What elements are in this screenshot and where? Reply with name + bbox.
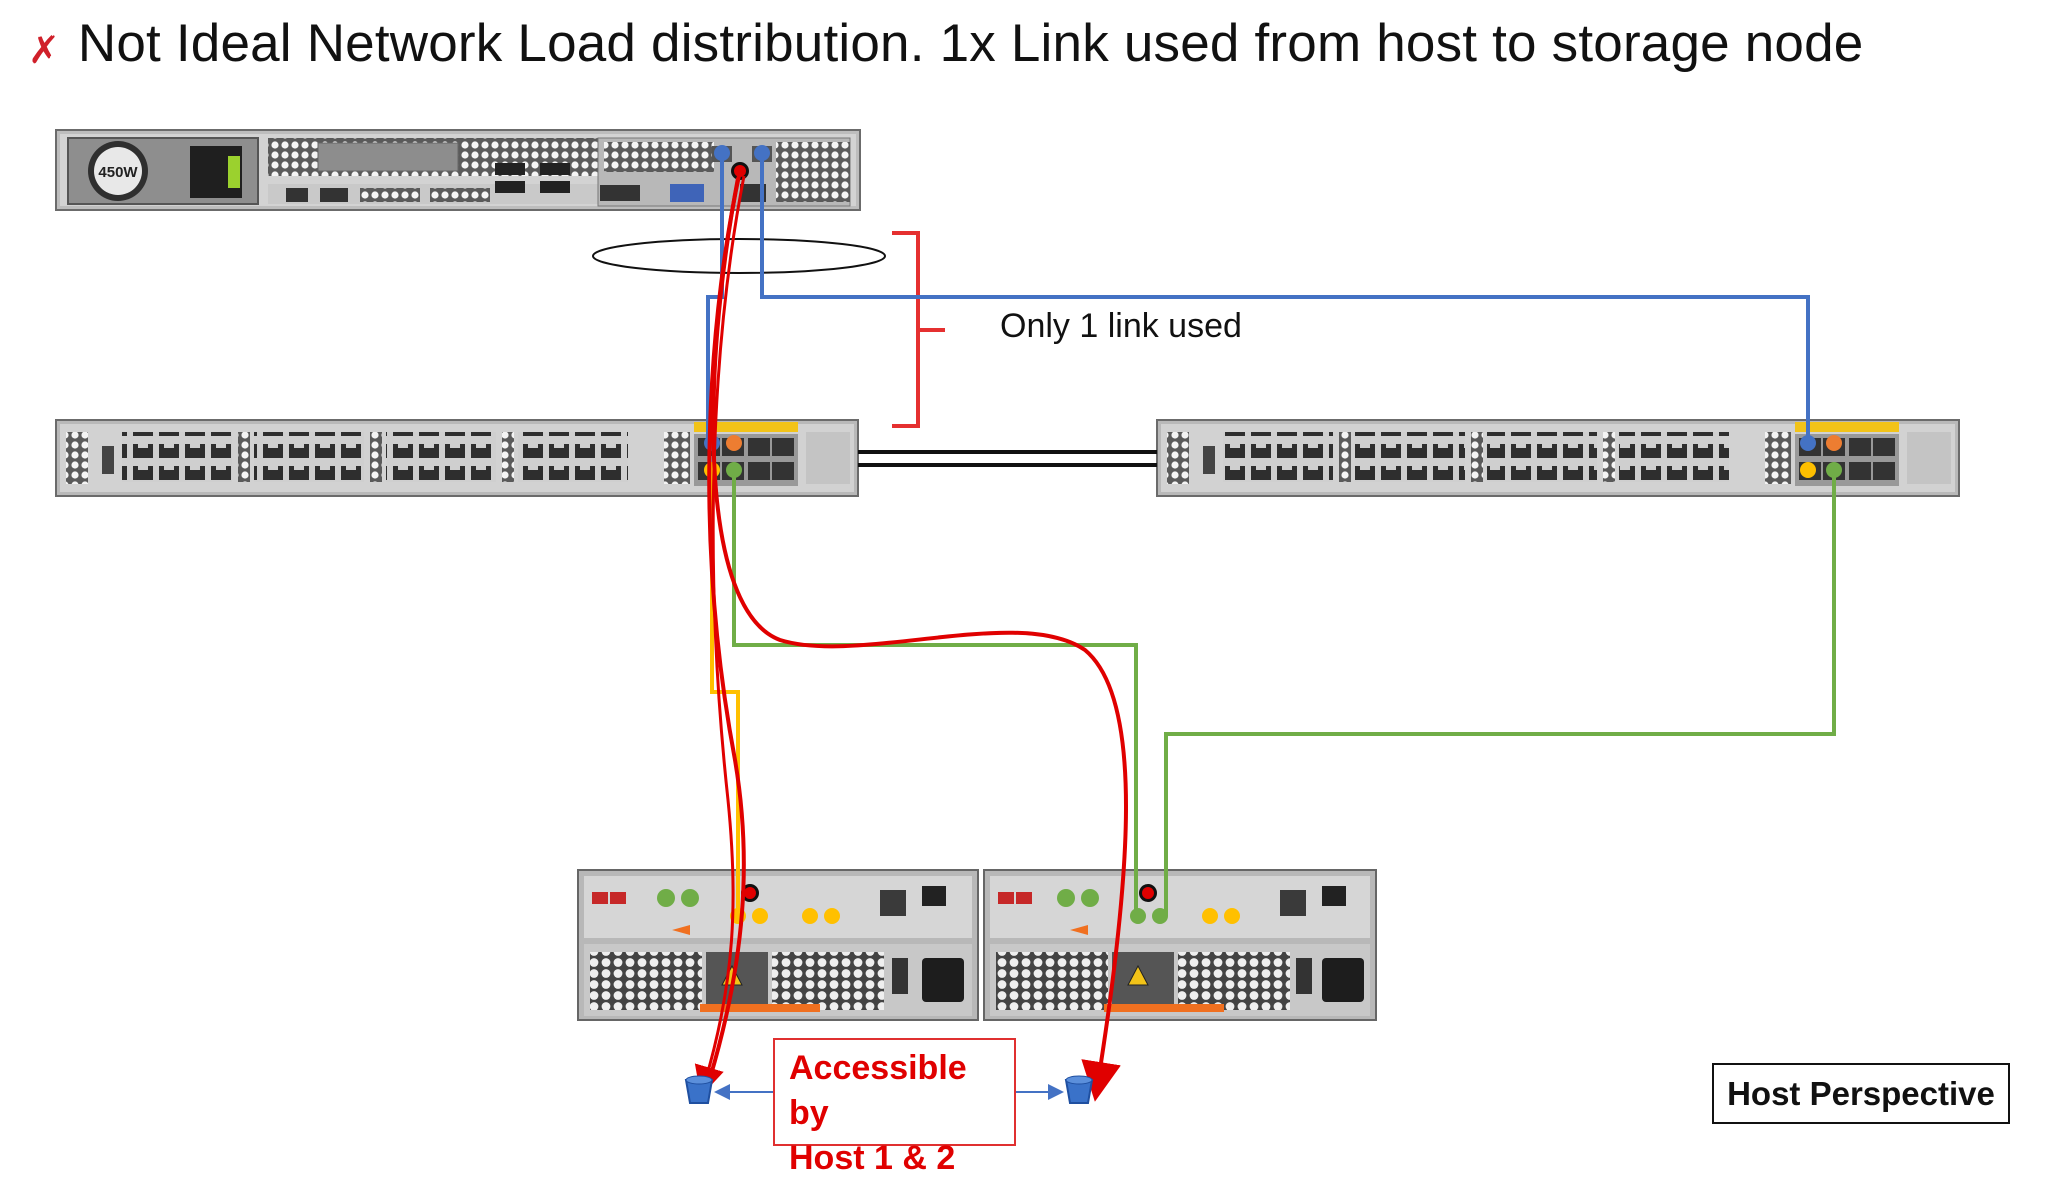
storage-controller-a (577, 869, 979, 1021)
storage-controller-b (983, 869, 1377, 1021)
slide-title-row: ✗ Not Ideal Network Load distribution. 1… (28, 8, 1863, 78)
switch-right (1156, 419, 1960, 497)
port-channel-ellipse (592, 238, 886, 274)
psu-wattage-label: 450W (98, 164, 138, 181)
power-supply-icon: 450W (67, 137, 259, 205)
cross-mark-icon: ✗ (28, 28, 60, 72)
switch-left (55, 419, 859, 497)
cable-blue-server-to-switch-left (706, 153, 724, 443)
cable-green-switch-right-to-storage-b (1164, 470, 1836, 916)
red-path-to-disk-left-b (694, 175, 746, 1097)
link-bracket (892, 231, 945, 428)
slide: ✗ Not Ideal Network Load distribution. 1… (28, 8, 2010, 1177)
cable-blue-server-to-switch-right (760, 153, 1810, 443)
cable-green-switch-left-to-storage-b (732, 470, 1138, 916)
host-perspective-label: Host Perspective (1712, 1063, 2010, 1124)
topology-diagram: 450W (55, 129, 1960, 1104)
disk-icon-left (684, 1075, 714, 1104)
accessible-by-box: Accessible by Host 1 & 2 (773, 1038, 1016, 1177)
slide-title: Not Ideal Network Load distribution. 1x … (77, 13, 1864, 73)
disk-icon-right (1064, 1075, 1094, 1104)
only-one-link-label: Only 1 link used (1000, 307, 1242, 345)
accessible-by-line1: Accessible by (789, 1049, 967, 1132)
accessible-by-line2: Host 1 & 2 (789, 1139, 956, 1177)
storage-b-path-point (1139, 884, 1157, 902)
red-path-to-disk-right (711, 177, 1128, 1102)
